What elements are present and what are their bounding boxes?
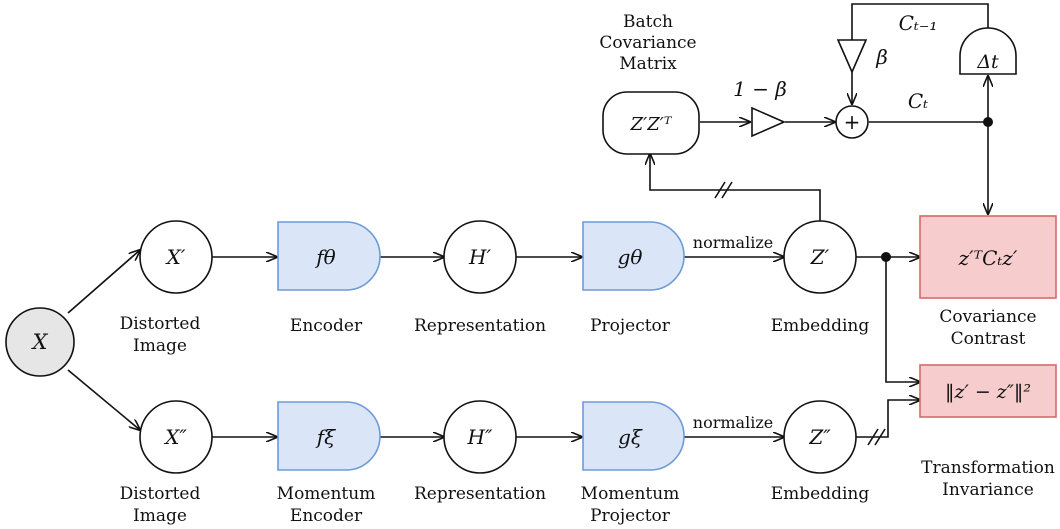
momentum-encoder-label-line2: Encoder (290, 506, 363, 526)
one-minus-beta-label: 1 − β (733, 77, 787, 101)
embedding-top-label: Embedding (771, 316, 870, 336)
covariance-contrast-box (919, 215, 1057, 299)
edge-x-to-xdprime (67, 369, 140, 430)
c-t-label: Cₜ (908, 89, 928, 113)
momentum-encoder-label-line1: Momentum (277, 484, 376, 504)
distorted-image-top-node (139, 220, 213, 294)
representation-bottom-label: Representation (414, 484, 546, 504)
stop-gradient-mark-bottom (867, 428, 886, 446)
momentum-encoder-block (277, 401, 381, 471)
delta-t-symbol: Δt (976, 51, 999, 73)
sum-node (835, 105, 869, 139)
input-x-symbol: X (31, 330, 49, 354)
c-t-minus-1-label: Cₜ₋₁ (899, 11, 938, 35)
transformation-invariance-label-line2: Invariance (942, 480, 1034, 500)
distorted-image-bottom-node (139, 400, 213, 474)
z-dprime-symbol: Z″ (808, 425, 831, 449)
embedding-bottom-label: Embedding (771, 484, 870, 504)
distorted-top-label-line1: Distorted (120, 314, 201, 334)
embedding-top-node (783, 220, 857, 294)
delay-block (959, 27, 1017, 75)
g-xi-symbol: gξ (618, 425, 643, 449)
distorted-top-label-line2: Image (133, 336, 187, 356)
representation-bottom-node (443, 400, 517, 474)
plus-symbol: + (844, 110, 861, 134)
one-minus-beta-gain (751, 106, 786, 138)
f-xi-symbol: fξ (315, 425, 336, 449)
encoder-block (277, 221, 381, 291)
x-prime-symbol: X′ (165, 245, 186, 269)
momentum-projector-label-line1: Momentum (581, 484, 680, 504)
normalize-label-bottom: normalize (693, 413, 773, 432)
encoder-label: Encoder (290, 316, 363, 336)
representation-top-node (443, 220, 517, 294)
zz-transpose-symbol: Z′Z′ᵀ (630, 114, 673, 135)
covariance-contrast-label-line1: Covariance (939, 307, 1036, 327)
h-prime-symbol: H′ (468, 245, 491, 269)
x-dprime-symbol: X″ (163, 425, 187, 449)
distorted-bottom-label-line1: Distorted (120, 484, 201, 504)
beta-label: β (875, 45, 888, 69)
distorted-bottom-label-line2: Image (133, 506, 187, 526)
projector-label: Projector (590, 316, 671, 336)
edge-delay-to-beta (851, 3, 989, 40)
batch-cov-label-line1: Batch (623, 12, 673, 32)
input-x-node (5, 307, 75, 377)
edge-zdprime-to-invariance (856, 400, 920, 438)
transformation-invariance-label-line1: Transformation (921, 458, 1055, 478)
h-dprime-symbol: H″ (467, 425, 493, 449)
projector-block (582, 221, 685, 291)
batch-covariance-box (602, 91, 700, 155)
representation-top-label: Representation (414, 316, 546, 336)
edge-x-to-xprime (67, 250, 140, 314)
contrast-formula: z′ᵀCₜz′ (958, 246, 1018, 270)
transformation-invariance-box (919, 364, 1057, 418)
stop-gradient-mark-top (714, 181, 733, 199)
z-prime-symbol: Z′ (810, 245, 830, 269)
batch-cov-label-line2: Covariance (599, 33, 696, 53)
embedding-bottom-node (783, 400, 857, 474)
momentum-projector-block (582, 401, 685, 471)
beta-gain (836, 39, 868, 74)
batch-cov-label-line3: Matrix (619, 54, 677, 74)
edge-zprime-to-covariance (650, 154, 821, 222)
wires (67, 3, 993, 446)
g-theta-symbol: gθ (618, 245, 643, 269)
edge-zprime-to-invariance (885, 257, 920, 382)
momentum-projector-label-line2: Projector (590, 506, 671, 526)
covariance-contrast-label-line2: Contrast (951, 329, 1026, 349)
normalize-label-top: normalize (693, 233, 773, 252)
invariance-formula: ‖z′ − z″‖² (945, 381, 1031, 403)
f-theta-symbol: fθ (314, 245, 335, 269)
